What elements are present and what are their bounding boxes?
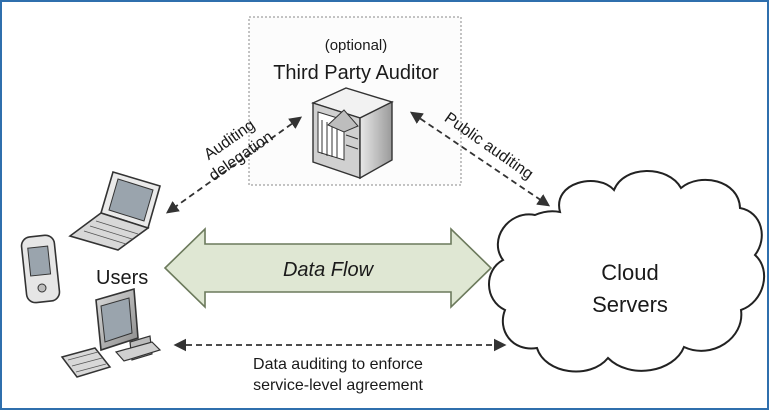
- auditor-title: Third Party Auditor: [273, 62, 439, 84]
- data-flow-arrow: [163, 227, 493, 309]
- sla-line1: Data auditing to enforce: [253, 356, 423, 373]
- sla-line2: service-level agreement: [253, 377, 423, 394]
- users-label: Users: [96, 267, 148, 289]
- mobile-device-icon: [20, 234, 61, 304]
- cloud-line2: Servers: [592, 292, 668, 317]
- server-icon: [311, 87, 394, 180]
- laptop-icon: [68, 171, 161, 251]
- desktop-computer-icon: [60, 287, 162, 378]
- auditing-delegation-arrow: [165, 116, 303, 214]
- auditor-optional-label: (optional): [325, 37, 388, 54]
- public-auditing-arrow: [409, 111, 551, 207]
- cloud-shape: [488, 170, 766, 373]
- data-flow-label: Data Flow: [283, 259, 375, 281]
- cloud-line1: Cloud: [601, 260, 658, 285]
